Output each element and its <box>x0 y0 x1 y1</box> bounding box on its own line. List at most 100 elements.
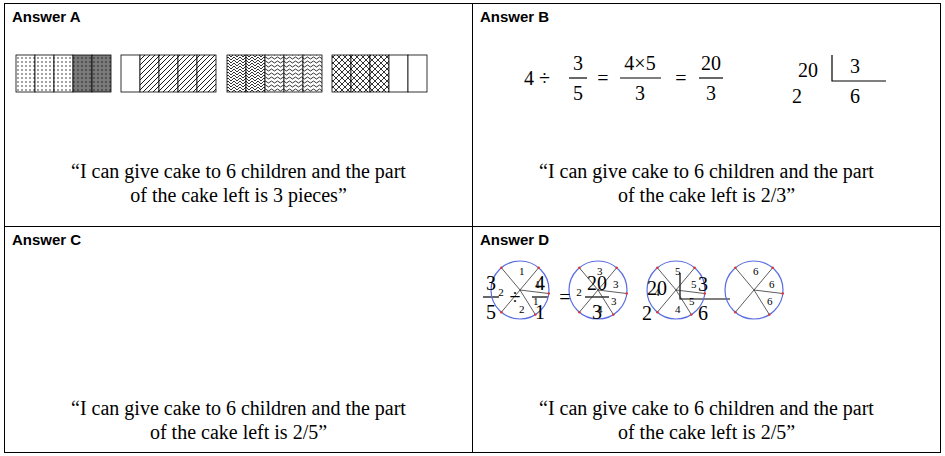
cake-piece <box>265 55 284 92</box>
piece-number-slot: 6 <box>769 278 775 290</box>
math-slot: 3 <box>850 55 860 77</box>
cut-mark <box>734 311 736 313</box>
cake-piece <box>284 55 303 92</box>
math-term: 5 <box>486 301 496 323</box>
math-term: 2 <box>792 85 802 107</box>
math-slot: 1 <box>535 301 545 323</box>
math-slot: 5 <box>573 82 583 104</box>
answer-heading: Answer A <box>12 8 81 25</box>
piece-number: 3 <box>611 295 617 307</box>
cake-piece <box>35 55 54 92</box>
math-slot: 20 <box>701 52 721 74</box>
math-slot: 4 <box>535 272 545 294</box>
math-slot: 3 <box>573 52 583 74</box>
math-slot: ÷ <box>510 286 521 308</box>
cake-piece <box>197 55 216 92</box>
cut-mark <box>693 267 695 269</box>
answer-quote-box: “I can give cake to 6 children and the p… <box>536 159 877 207</box>
cake-piece <box>246 55 265 92</box>
answer-cell: Answer A “I can give cake to 6 children a… <box>4 3 473 227</box>
answer-quote: “I can give cake to 6 children and the p… <box>68 159 409 207</box>
math-term: 6 <box>850 85 860 107</box>
math-term: 4 <box>535 272 545 294</box>
math-slot: = <box>597 67 608 89</box>
math-slot: 6 <box>850 85 860 107</box>
fraction-bar <box>569 77 587 78</box>
math-slot: 20 <box>647 277 667 299</box>
math-term: 5 <box>573 82 583 104</box>
fraction-bar <box>699 77 723 78</box>
answer-heading: Answer C <box>12 231 81 248</box>
cake-piece <box>159 55 178 92</box>
math-term: 20 <box>647 277 667 299</box>
answer-quote-box: “I can give cake to 6 children and the p… <box>68 159 409 207</box>
cake-piece <box>303 55 322 92</box>
math-term: = <box>597 67 608 89</box>
answer-heading: Answer A <box>12 8 81 25</box>
math-term: 4×5 <box>624 52 655 74</box>
math-slot: 3 <box>706 82 716 104</box>
cut-mark <box>548 292 550 294</box>
answer-cell: Answer D “I can give cake to 6 children a… <box>472 226 941 453</box>
cake-piece <box>351 55 370 92</box>
answer-quote-box: “I can give cake to 6 children and the p… <box>68 396 409 444</box>
math-slot: 3 <box>635 82 645 104</box>
fraction-bar <box>483 296 499 297</box>
piece-number: 2 <box>576 286 582 298</box>
cut-line <box>735 290 754 312</box>
piece-number-slot: 5 <box>689 295 695 307</box>
piece-number: 6 <box>767 295 773 307</box>
piece-number: 5 <box>675 265 681 277</box>
answer-heading: Answer D <box>480 231 549 248</box>
math-term: 20 <box>587 272 607 294</box>
piece-number: 3 <box>613 278 619 290</box>
cut-mark <box>500 311 502 313</box>
cake-outline <box>647 261 705 319</box>
answer-quote-box: “I can give cake to 6 children and the p… <box>536 396 877 444</box>
math-slot: 2 <box>792 85 802 107</box>
piece-number-slot: 5 <box>675 265 681 277</box>
cake-piece <box>332 55 351 92</box>
cake-piece <box>227 55 246 92</box>
piece-number-slot: 6 <box>753 265 759 277</box>
cake-piece <box>54 55 73 92</box>
cake-piece <box>140 55 159 92</box>
answer-quote: “I can give cake to 6 children and the p… <box>536 396 877 444</box>
cake-circle: 666 <box>724 260 784 320</box>
math-term: 3 <box>706 82 716 104</box>
cut-line <box>735 268 754 290</box>
math-slot: = <box>675 67 686 89</box>
math-slot: 2 <box>642 302 652 324</box>
math-slot: 20 <box>587 272 607 294</box>
piece-number-slot: 2 <box>576 286 582 298</box>
cut-mark <box>612 313 614 315</box>
answer-heading: Answer D <box>480 231 549 248</box>
piece-number: 1 <box>519 265 525 277</box>
cut-mark <box>771 267 773 269</box>
math-term: 3 <box>635 82 645 104</box>
piece-number-slot: 4 <box>675 303 681 315</box>
math-term: 3 <box>486 272 496 294</box>
math-term: 3 <box>850 55 860 77</box>
cake-piece <box>16 55 35 92</box>
answer-heading: Answer B <box>480 8 549 25</box>
math-term: 1 <box>535 301 545 323</box>
piece-number: 5 <box>691 278 697 290</box>
math-term: 3 <box>592 301 602 323</box>
cake-piece <box>370 55 389 92</box>
cut-mark <box>578 311 580 313</box>
math-term: = <box>559 286 570 308</box>
piece-number: 2 <box>498 286 504 298</box>
math-slot: 20 <box>798 59 818 81</box>
math-term: 6 <box>698 302 708 324</box>
cake-piece <box>408 55 427 92</box>
math-slot: 3 <box>698 273 708 295</box>
cut-line <box>754 290 783 294</box>
cut-mark <box>500 267 502 269</box>
cut-mark <box>537 267 539 269</box>
math-term: 3 <box>573 52 583 74</box>
cut-mark <box>656 267 658 269</box>
math-slot: 4 ÷ <box>524 67 550 89</box>
piece-number-slot: 2 <box>498 286 504 298</box>
